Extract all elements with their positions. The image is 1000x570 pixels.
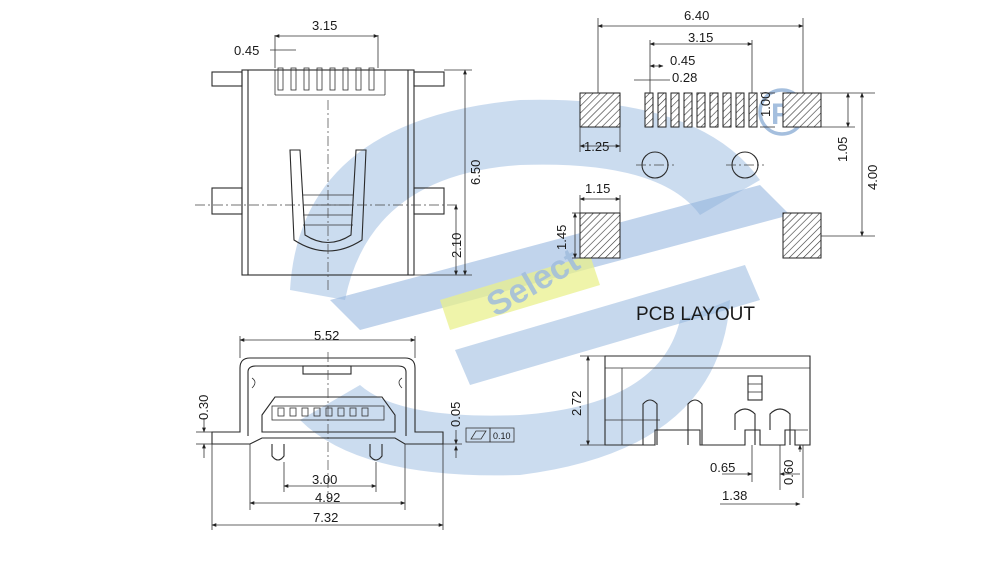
dim-top-pin-span: 3.15 — [312, 18, 337, 33]
dim-top-pitch: 0.45 — [234, 43, 259, 58]
pcb-layout: 6.40 3.15 0.45 0.28 1.00 1.25 1.05 4.00 … — [554, 8, 880, 325]
dim-pcb-mount-pad-spacing: 4.00 — [865, 165, 880, 190]
dim-pcb-pitch: 0.45 — [670, 53, 695, 68]
dim-side-post-spacing: 0.65 — [710, 460, 735, 475]
dim-front-coplanarity: 0.05 — [448, 402, 463, 427]
side-view: 2.72 0.65 0.60 1.38 — [569, 355, 811, 506]
dim-front-opening-width: 5.52 — [314, 328, 339, 343]
front-view-contacts — [277, 407, 369, 417]
dim-front-tab-height: 0.30 — [196, 395, 211, 420]
lower-pad-left — [579, 212, 621, 259]
dim-pcb-mount-pad-width: 1.25 — [584, 139, 609, 154]
dim-pcb-pin-span: 3.15 — [688, 30, 713, 45]
dim-pcb-lower-pad-height: 1.45 — [554, 225, 569, 250]
pcb-layout-title: PCB LAYOUT — [636, 304, 755, 325]
dim-front-total-width: 7.32 — [313, 510, 338, 525]
front-view: 5.52 0.30 0.05 0.10 3.00 4.92 7.32 — [196, 328, 515, 530]
signal-pads — [644, 92, 654, 128]
parallelism-symbol-icon — [470, 430, 487, 440]
dim-side-lead-length: 1.38 — [722, 488, 747, 503]
dim-front-body-width: 4.92 — [315, 490, 340, 505]
dim-pcb-mount-pad-height: 1.05 — [835, 137, 850, 162]
dim-side-tab-height: 0.60 — [781, 460, 796, 485]
dim-top-post-offset: 2.10 — [449, 233, 464, 258]
dim-pcb-pad-length: 1.00 — [758, 92, 773, 117]
dim-side-height: 2.72 — [569, 391, 584, 416]
top-view: 3.15 0.45 6.50 2.10 — [195, 18, 483, 290]
dim-pcb-overall-width: 6.40 — [684, 8, 709, 23]
mount-pad-right — [782, 92, 822, 128]
watermark-logo: Select — [290, 99, 790, 476]
dim-top-body-length: 6.50 — [468, 160, 483, 185]
dim-pcb-lower-pad-width: 1.15 — [585, 181, 610, 196]
top-view-pins — [277, 67, 375, 91]
dim-front-post-spacing: 3.00 — [312, 472, 337, 487]
dim-pcb-pad-width: 0.28 — [672, 70, 697, 85]
mount-pad-left — [579, 92, 621, 128]
flatness-callout: 0.10 — [465, 427, 515, 443]
lower-pad-right — [782, 212, 822, 259]
dim-front-flatness-tolerance: 0.10 — [493, 431, 511, 441]
